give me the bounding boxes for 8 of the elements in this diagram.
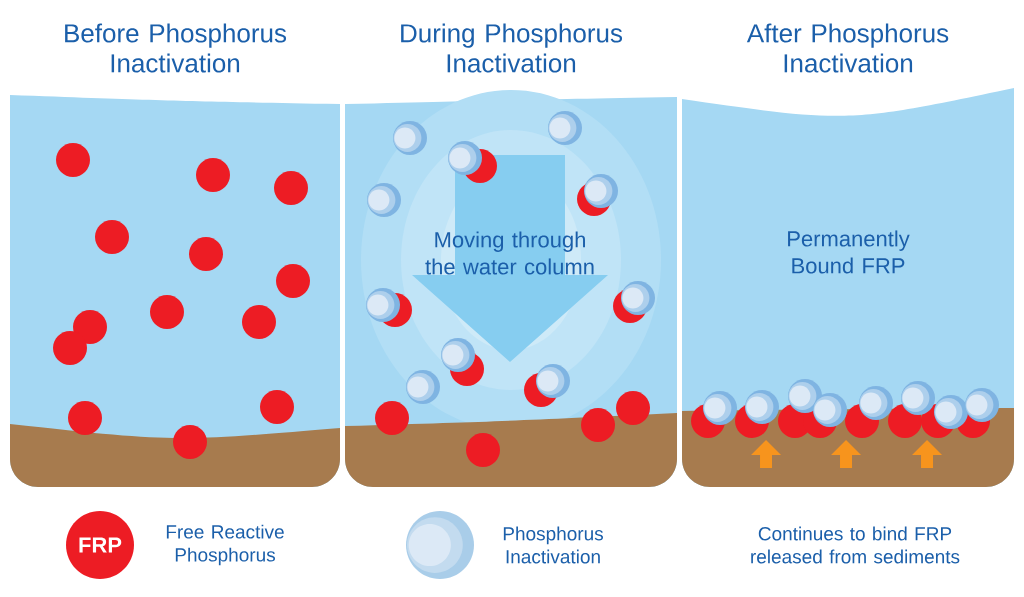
legend-text: Free Reactive Phosphorus	[166, 524, 284, 566]
legend-text: Phosphorus Inactivation	[503, 526, 603, 564]
note-text: Continues to bind FRP released from sediments	[751, 526, 960, 564]
node-label: After Phosphorus Inactivation	[746, 23, 949, 73]
node-label: Before Phosphorus Inactivation	[65, 23, 287, 73]
water-panel: Before Phosphorus Inactivation	[10, 23, 340, 487]
water-panel: After Phosphorus Inactivation Permanently Bound FRP	[682, 23, 1014, 487]
node-label: During Phosphorus Inactivation	[401, 23, 623, 73]
